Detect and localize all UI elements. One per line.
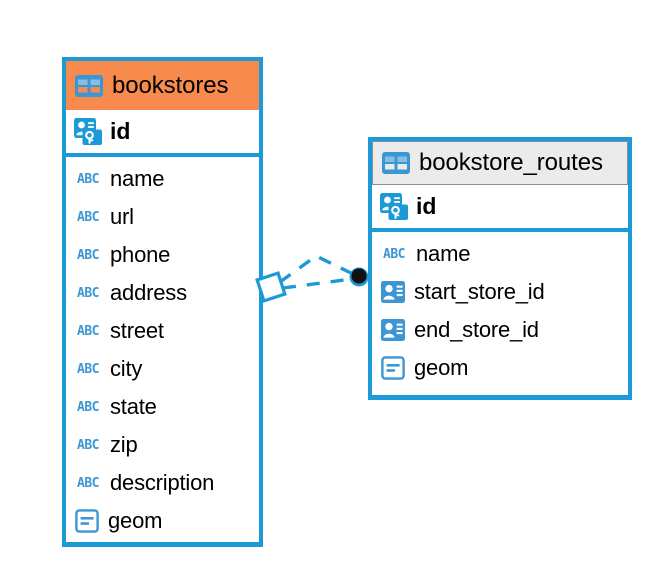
field-row-primary-key[interactable]: id xyxy=(66,110,259,157)
field-row[interactable]: end_store_id xyxy=(372,311,628,349)
field-row[interactable]: ABC zip xyxy=(66,426,259,464)
field-list-bookstore-routes: ABC name start_store_id xyxy=(372,232,628,387)
table-name-label: bookstores xyxy=(112,71,229,99)
primary-key-icon xyxy=(380,193,408,220)
relationship-target-marker xyxy=(349,267,369,287)
field-label: geom xyxy=(108,508,163,533)
field-label: end_store_id xyxy=(414,317,539,342)
field-label: city xyxy=(110,356,143,381)
abc-text-icon: ABC xyxy=(77,247,99,263)
foreign-key-icon xyxy=(381,319,405,341)
primary-key-icon xyxy=(74,118,102,145)
field-label: street xyxy=(110,318,164,343)
abc-text-icon: ABC xyxy=(383,246,405,262)
field-row[interactable]: ABC description xyxy=(66,464,259,502)
table-bookstore-routes[interactable]: bookstore_routes id xyxy=(368,137,632,400)
table-name-label: bookstore_routes xyxy=(419,149,603,176)
field-row[interactable]: geom xyxy=(372,349,628,387)
relationship-line-upper xyxy=(279,254,354,284)
abc-text-icon: ABC xyxy=(77,323,99,339)
field-row[interactable]: ABC name xyxy=(372,235,628,273)
relationship-line-lower xyxy=(282,277,353,290)
field-row[interactable]: geom xyxy=(66,502,259,540)
field-label: name xyxy=(110,166,165,191)
field-label: start_store_id xyxy=(414,279,545,304)
field-row[interactable]: start_store_id xyxy=(372,273,628,311)
field-row[interactable]: ABC name xyxy=(66,160,259,198)
abc-text-icon: ABC xyxy=(77,171,99,187)
abc-text-icon: ABC xyxy=(77,209,99,225)
table-icon xyxy=(75,74,103,97)
field-row-primary-key[interactable]: id xyxy=(372,185,628,232)
table-header-bookstore-routes[interactable]: bookstore_routes xyxy=(372,141,628,185)
field-row[interactable]: ABC city xyxy=(66,350,259,388)
field-row[interactable]: ABC state xyxy=(66,388,259,426)
abc-text-icon: ABC xyxy=(77,285,99,301)
field-row[interactable]: ABC url xyxy=(66,198,259,236)
geometry-icon xyxy=(381,356,405,380)
geometry-icon xyxy=(75,509,99,533)
abc-text-icon: ABC xyxy=(77,475,99,491)
field-label: state xyxy=(110,394,157,419)
field-label: zip xyxy=(110,432,138,457)
table-icon xyxy=(382,152,410,174)
field-row[interactable]: ABC address xyxy=(66,274,259,312)
table-bookstores[interactable]: bookstores id xyxy=(62,57,263,547)
abc-text-icon: ABC xyxy=(77,361,99,377)
primary-key-label: id xyxy=(110,118,131,144)
field-label: name xyxy=(416,241,471,266)
field-row[interactable]: ABC street xyxy=(66,312,259,350)
field-label: url xyxy=(110,204,134,229)
foreign-key-icon xyxy=(381,281,405,303)
table-header-bookstores[interactable]: bookstores xyxy=(66,61,259,110)
abc-text-icon: ABC xyxy=(77,399,99,415)
field-label: geom xyxy=(414,355,469,380)
field-list-bookstores: ABC name ABC url ABC phone ABC xyxy=(66,157,259,540)
abc-text-icon: ABC xyxy=(77,437,99,453)
field-label: address xyxy=(110,280,187,305)
field-row[interactable]: ABC phone xyxy=(66,236,259,274)
primary-key-label: id xyxy=(416,193,437,219)
field-label: description xyxy=(110,470,215,495)
field-label: phone xyxy=(110,242,171,267)
